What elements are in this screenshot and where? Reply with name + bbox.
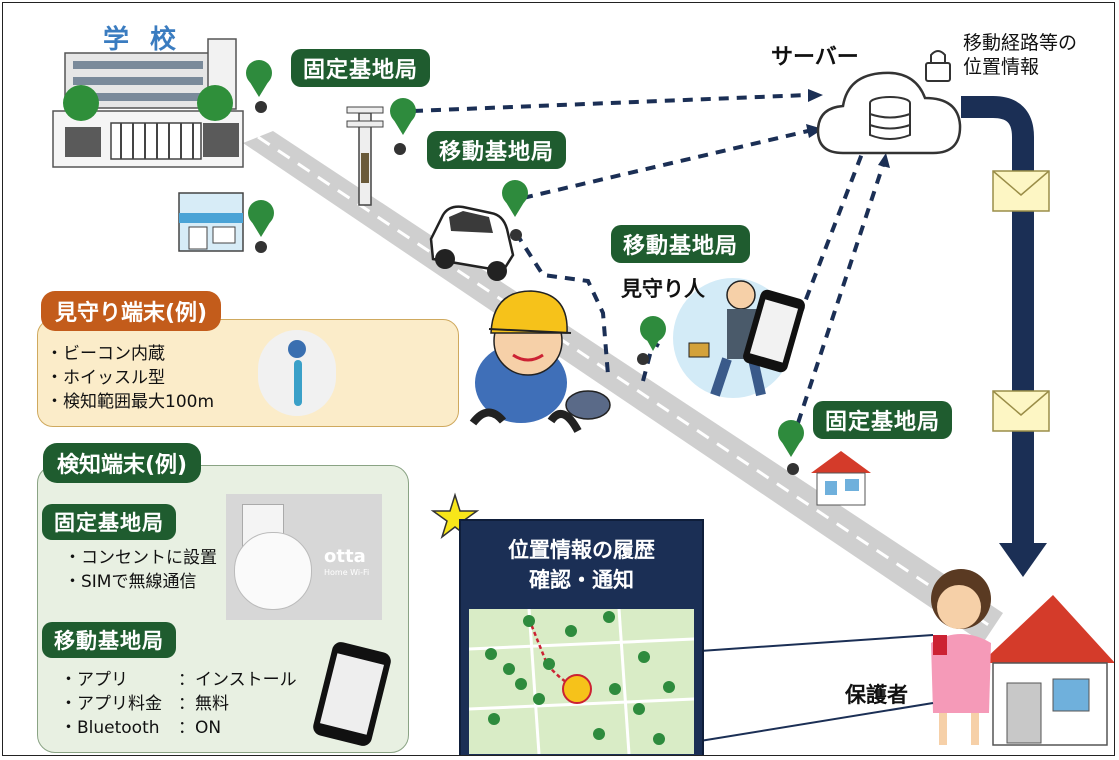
smartphone-image: [311, 640, 393, 748]
router-image: otta Home Wi-Fi: [226, 494, 382, 620]
school-building-icon: [52, 38, 244, 168]
fixed-station-top-label: 固定基地局: [291, 49, 431, 87]
guardian-house-icon: [981, 595, 1114, 746]
route-path: [527, 618, 578, 691]
shop-icon: [178, 192, 244, 252]
map-view: [469, 609, 694, 754]
history-box: 位置情報の履歴 確認・通知: [459, 519, 704, 755]
link-line: [699, 702, 934, 742]
history-title: 位置情報の履歴 確認・通知: [461, 535, 702, 595]
arrow-fixed-to-server: [412, 93, 809, 113]
watch-terminal-bullet: ・ホイッスル型: [46, 368, 165, 388]
watcher-label: 見守り人: [621, 277, 705, 301]
detect-terminal-panel: 固定基地局 ・コンセントに設置 ・SIMで無線通信 otta Home Wi-F…: [37, 465, 409, 753]
location-note-line2: 位置情報: [963, 56, 1040, 78]
watch-terminal-bullet: ・ビーコン内蔵: [46, 344, 165, 364]
road-center-line: [257, 135, 994, 630]
detect-mobile-value: ：インストール: [178, 670, 297, 690]
location-note-line1: 移動経路等の: [963, 32, 1078, 54]
detect-fixed-bullet: ・SIMで無線通信: [64, 572, 197, 592]
detect-mobile-rows: ・アプリ ：インストール ・アプリ料金 ：無料 ・Bluetooth ：ON: [60, 668, 297, 740]
car-icon: [429, 205, 515, 281]
arrow-watcher-to-server: [791, 150, 865, 334]
child-icon: [469, 290, 611, 433]
star-icon: [430, 492, 480, 540]
watcher-icon: [673, 278, 793, 398]
notification-arrowhead: [999, 543, 1047, 577]
path-car-to-child: [514, 231, 610, 376]
server-cloud-icon: [816, 71, 962, 155]
notification-pipe: [961, 96, 1034, 548]
location-note: 移動経路等の 位置情報: [963, 31, 1077, 79]
lock-icon: [925, 50, 951, 82]
guardian-icon: [931, 569, 991, 745]
detect-fixed-bullets: ・コンセントに設置 ・SIMで無線通信: [64, 546, 217, 594]
whistle-image: [258, 330, 336, 416]
guardian-label: 保護者: [845, 683, 908, 707]
diagram-canvas: [52, 38, 1114, 746]
fixed-station-house-label: 固定基地局: [813, 401, 953, 439]
server-label: サーバー: [771, 45, 859, 70]
school-label: 学 校: [103, 25, 183, 55]
detect-fixed-bullet: ・コンセントに設置: [64, 548, 217, 568]
signal-pins: [246, 60, 804, 457]
mobile-station-watcher-label: 移動基地局: [611, 225, 751, 263]
watch-terminal-bullet: ・検知範囲最大100m: [46, 392, 215, 412]
router-sub: Home Wi-Fi: [324, 568, 370, 577]
envelope-icon: [992, 390, 1050, 432]
detect-mobile-key: ・アプリ: [60, 670, 128, 690]
history-line2: 確認・通知: [529, 568, 634, 592]
house-icon: [811, 451, 871, 506]
link-line: [699, 634, 934, 652]
detect-fixed-title: 固定基地局: [42, 504, 176, 540]
history-line1: 位置情報の履歴: [508, 538, 655, 562]
mobile-station-car-label: 移動基地局: [427, 131, 567, 169]
detect-mobile-key: ・Bluetooth: [60, 718, 160, 738]
detect-terminal-title: 検知端末(例): [43, 443, 202, 483]
detect-mobile-value: ：ON: [178, 718, 222, 738]
utility-pole-icon: [346, 106, 384, 206]
child-marker-icon: [562, 674, 592, 704]
arrow-house-to-server: [796, 164, 885, 424]
watch-terminal-title: 見守り端末(例): [41, 291, 222, 331]
detect-mobile-value: ：無料: [178, 694, 229, 714]
envelope-icon: [992, 170, 1050, 212]
detect-mobile-key: ・アプリ料金: [60, 694, 162, 714]
arrow-car-to-server: [522, 129, 809, 200]
watch-terminal-panel: ・ビーコン内蔵 ・ホイッスル型 ・検知範囲最大100m: [37, 319, 459, 427]
detect-mobile-title: 移動基地局: [42, 622, 176, 658]
watch-terminal-bullets: ・ビーコン内蔵 ・ホイッスル型 ・検知範囲最大100m: [46, 342, 214, 414]
phone-icon: [743, 289, 805, 373]
router-brand: otta: [324, 546, 366, 567]
